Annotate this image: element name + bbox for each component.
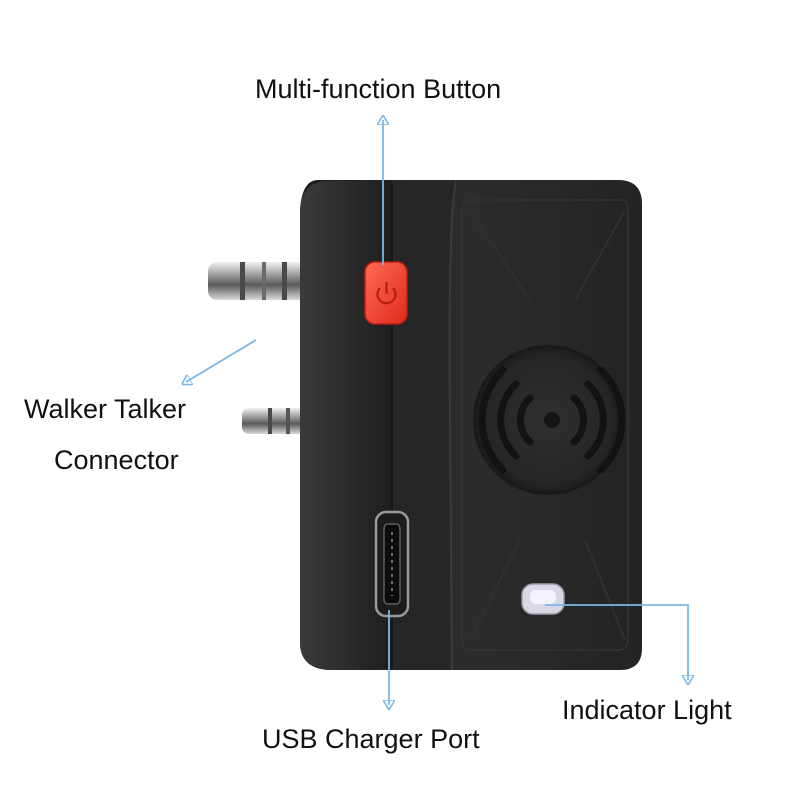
label-walkie-talkie-connector-line1: Walker Talker	[24, 394, 187, 424]
label-usb-charger-port: USB Charger Port	[262, 724, 480, 754]
label-walkie-talkie-connector-line2: Connector	[54, 445, 179, 475]
connector-pin-lower	[242, 408, 308, 434]
connector-pin-upper	[208, 262, 308, 300]
walkie-talkie-connector	[208, 262, 308, 434]
power-icon	[376, 282, 397, 305]
label-multi-function-button: Multi-function Button	[255, 74, 502, 104]
callout-indicator	[545, 604, 688, 680]
callout-connector	[186, 339, 257, 382]
multi-function-button	[364, 261, 408, 325]
callout-lines	[186, 120, 688, 705]
bluetooth-wave-icon	[473, 345, 626, 495]
label-indicator-light: Indicator Light	[562, 695, 732, 725]
indicator-light	[521, 583, 565, 615]
usb-charger-port	[374, 510, 410, 618]
